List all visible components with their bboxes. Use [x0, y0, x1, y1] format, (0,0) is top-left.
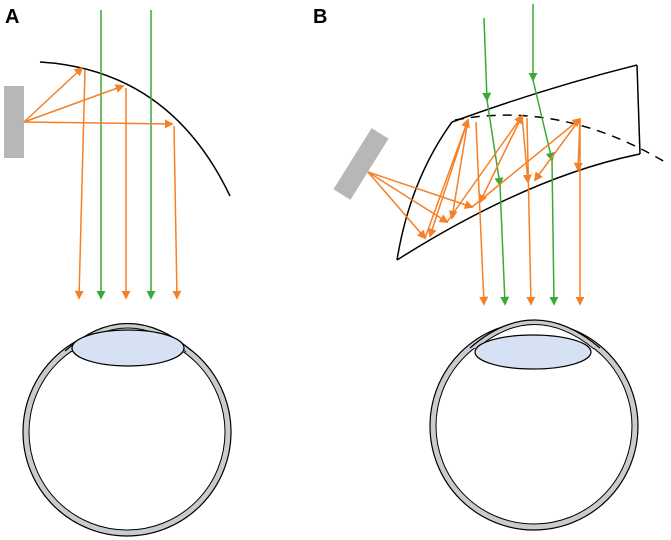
orange-ray [521, 115, 532, 184]
green-ray [486, 99, 504, 187]
waveguide-right-edge [636, 64, 641, 155]
green-ray [482, 17, 492, 102]
lens [474, 334, 592, 370]
green-ray [499, 184, 510, 306]
orange-ray [23, 119, 174, 129]
orange-rays-incident-a [23, 66, 174, 129]
orange-ray [479, 115, 523, 204]
display-source-b [333, 128, 389, 200]
orange-rays-exit-b [475, 117, 585, 306]
display-source-a [4, 86, 24, 158]
eye-b [429, 319, 639, 531]
orange-ray [23, 66, 84, 123]
panel-label-a: A [5, 6, 20, 28]
lens [71, 329, 185, 367]
waveguide-left-edge [396, 121, 453, 261]
eye-a [22, 323, 232, 537]
waveguide-top-surface [451, 64, 638, 123]
orange-rays-incident-b [367, 171, 474, 240]
green-rays-a [96, 10, 156, 300]
green-ray [532, 79, 555, 162]
orange-ray [526, 117, 536, 306]
waveguide-bottom-surface [396, 153, 641, 261]
panel-label-b: B [313, 6, 328, 28]
orange-ray [367, 171, 427, 240]
orange-rays-reflected-a [74, 69, 182, 300]
orange-ray [172, 125, 182, 300]
orange-ray [475, 121, 489, 306]
panel-b [333, 4, 666, 531]
combiner-curve-a [39, 61, 231, 197]
orange-ray [23, 84, 125, 123]
orange-ray [427, 119, 469, 238]
waveguide-b [396, 64, 666, 261]
orange-ray [74, 69, 86, 300]
green-ray [549, 159, 559, 306]
orange-rays-bounce-b [424, 114, 583, 239]
orange-ray [533, 118, 581, 182]
green-rays-b [482, 4, 559, 306]
orange-ray [448, 119, 469, 220]
orange-ray [446, 114, 524, 223]
panel-a [4, 10, 232, 537]
